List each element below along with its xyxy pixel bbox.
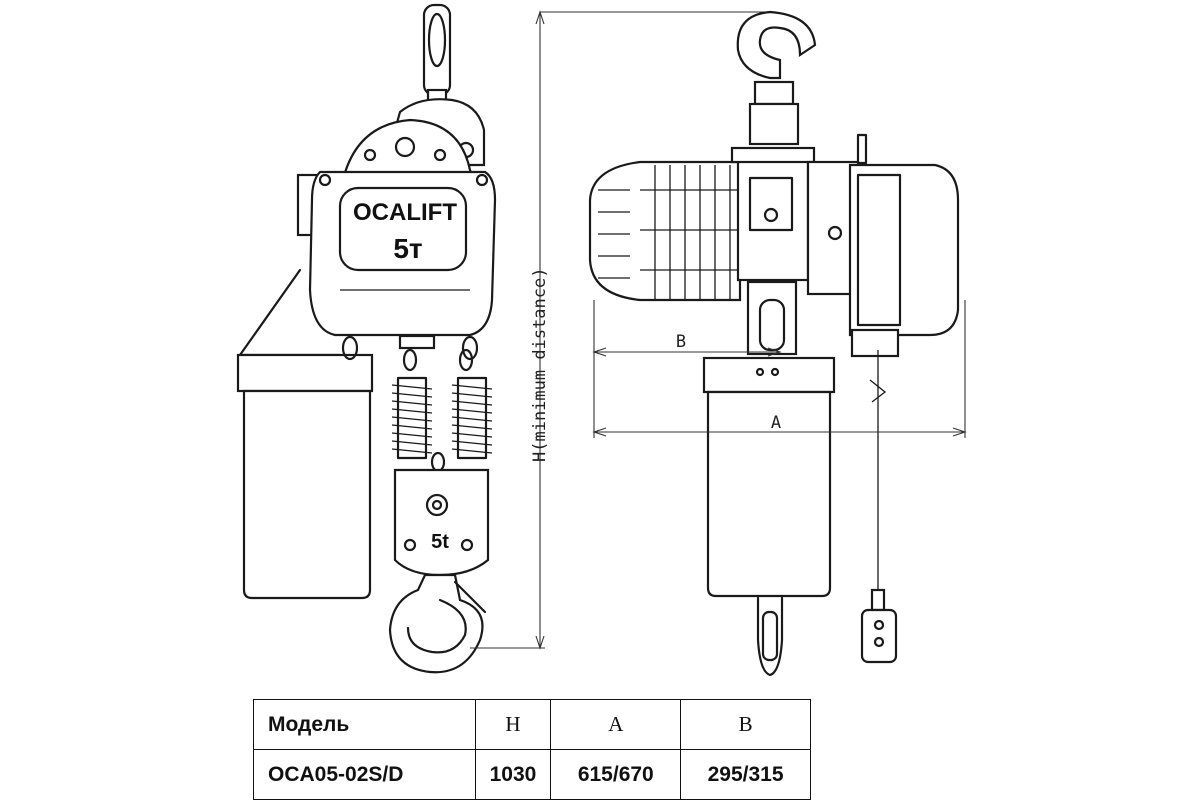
table-row: OCA05-02S/D 1030 615/670 295/315 bbox=[253, 749, 811, 800]
load-hook bbox=[388, 573, 487, 674]
header-b: B bbox=[680, 699, 811, 750]
dimension-b bbox=[592, 300, 782, 438]
side-load-hook bbox=[756, 596, 784, 677]
dimension-a-label: A bbox=[771, 413, 781, 433]
front-view: OCALIFT 5т 5t bbox=[236, 3, 497, 674]
brand-label: OCALIFT bbox=[353, 199, 457, 226]
dimension-h-label: H(minimum distance) bbox=[530, 268, 550, 462]
side-chain-bag bbox=[702, 356, 836, 598]
side-lower-link bbox=[746, 280, 798, 356]
body-capacity-label: 5т bbox=[393, 233, 422, 264]
cell-b: 295/315 bbox=[680, 749, 811, 800]
side-top-hook bbox=[736, 10, 817, 146]
hoist-drawing: OCALIFT 5т 5t bbox=[236, 3, 967, 677]
cell-h: 1030 bbox=[474, 749, 552, 800]
cell-model: OCA05-02S/D bbox=[253, 749, 476, 800]
chain-bag bbox=[236, 268, 374, 600]
gearbox bbox=[730, 146, 816, 282]
control-housing bbox=[806, 133, 960, 358]
bottom-block bbox=[393, 468, 490, 577]
dimension-b-label: B bbox=[676, 332, 686, 352]
spec-table: Модель H A B OCA05-02S/D 1030 615/670 29… bbox=[253, 699, 811, 800]
motor bbox=[588, 160, 742, 302]
header-h: H bbox=[474, 699, 552, 750]
dimension-a bbox=[592, 300, 967, 438]
spec-table-header: Модель H A B bbox=[253, 699, 811, 750]
side-view bbox=[588, 10, 960, 677]
cell-a: 615/670 bbox=[550, 749, 682, 800]
header-a: A bbox=[550, 699, 682, 750]
dimension-h bbox=[470, 10, 765, 650]
hook-capacity-label: 5t bbox=[431, 531, 449, 553]
header-model: Модель bbox=[253, 699, 476, 750]
chain-springs bbox=[341, 334, 493, 473]
hoist-body bbox=[296, 170, 497, 337]
control-pendant bbox=[860, 350, 898, 664]
